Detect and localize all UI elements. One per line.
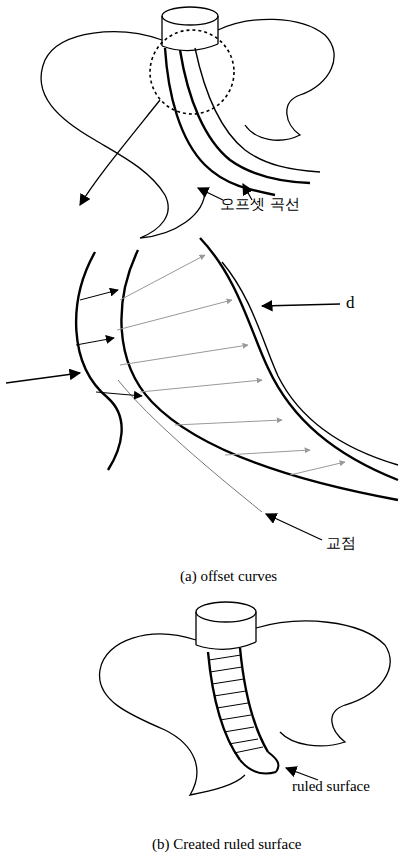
leader-line [262, 304, 340, 306]
hub-top [162, 7, 218, 25]
subfigure-caption: (b) Created ruled surface [152, 836, 302, 853]
ruling-line [210, 667, 242, 672]
offset-curve [76, 252, 122, 470]
ruling-line [234, 747, 263, 753]
detail-circle [150, 30, 234, 114]
normal-vector [175, 420, 282, 425]
ruling-line [214, 691, 246, 696]
left-blade [41, 32, 205, 238]
offset-curve [121, 250, 398, 500]
right-blade [256, 621, 390, 746]
offset-curve [165, 48, 275, 195]
offset-detail [6, 238, 398, 540]
ruling-line [209, 655, 241, 660]
curve-label: 오프셋 곡선 [220, 196, 300, 213]
surface-label: ruled surface [292, 778, 370, 795]
offset-curve [118, 380, 262, 512]
ruling-line [217, 703, 248, 708]
offset-curve [240, 648, 268, 752]
ruled-surface-view [100, 602, 391, 795]
normal-vector [120, 345, 248, 365]
detail-arrow [80, 100, 160, 205]
normal-vector [117, 300, 232, 330]
hub-top [196, 602, 256, 622]
leader-line [6, 373, 80, 383]
offset-curve [195, 48, 320, 172]
surface-edge [240, 760, 276, 774]
normal-vector [120, 255, 205, 300]
ruling-line [229, 739, 258, 744]
leader-line [266, 514, 322, 540]
offset-vectors [76, 290, 142, 396]
ruling-line [220, 715, 251, 720]
ruling-lines [209, 655, 263, 753]
offset-vectors [117, 255, 345, 475]
hub-side [162, 16, 218, 46]
normal-vector [80, 290, 118, 300]
ruling-line [212, 679, 244, 684]
intersection-label: 교점 [326, 535, 356, 552]
normal-vector [140, 380, 262, 392]
right-blade [218, 19, 334, 140]
leader-line [198, 188, 223, 200]
ruling-line [224, 727, 254, 732]
offset-curve [222, 262, 398, 465]
normal-vector [76, 338, 114, 345]
distance-label: d [346, 293, 355, 313]
offset-curve [200, 238, 398, 480]
hub-bottom [196, 642, 256, 649]
subfigure-caption: (a) offset curves [180, 568, 277, 585]
offset-curve [180, 50, 310, 183]
normal-vector [290, 462, 345, 475]
hub-bottom [162, 44, 218, 51]
surface-edge [268, 752, 278, 772]
hub-side [196, 612, 256, 645]
left-blade [100, 634, 245, 795]
impeller-overview [41, 7, 334, 238]
normal-vector [225, 450, 310, 455]
normal-vector [96, 392, 142, 396]
